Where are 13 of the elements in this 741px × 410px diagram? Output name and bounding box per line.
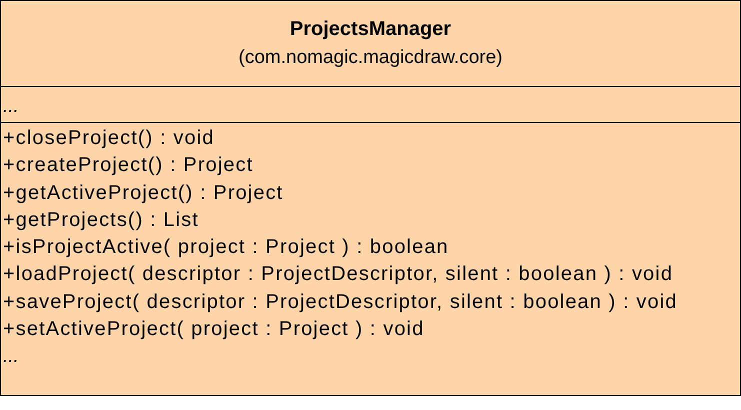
operation-text: +setActiveProject( project : Project ) : void	[3, 317, 426, 342]
operation-text: +loadProject( descriptor : ProjectDescriptor, silent : boolean ) : void	[3, 262, 674, 288]
operation-text: +getActiveProject() : Project	[3, 180, 284, 206]
operation-text: +createProject() : Project	[3, 153, 254, 178]
operation-text: +getProjects() : List	[3, 208, 200, 233]
class-box	[0, 0, 741, 396]
package-name: (com.nomagic.magicdraw.core)	[238, 47, 502, 69]
attributes-ellipsis: ...	[3, 95, 20, 119]
operation-text: +isProjectActive( project : Project ) : boolean	[3, 235, 450, 260]
class-name: ProjectsManager	[290, 18, 452, 41]
operation-text: +closeProject() : void	[3, 126, 216, 151]
operations-ellipsis: ...	[3, 345, 20, 370]
operation-text: +saveProject( descriptor : ProjectDescriptor, silent : boolean ) : void	[3, 290, 678, 315]
